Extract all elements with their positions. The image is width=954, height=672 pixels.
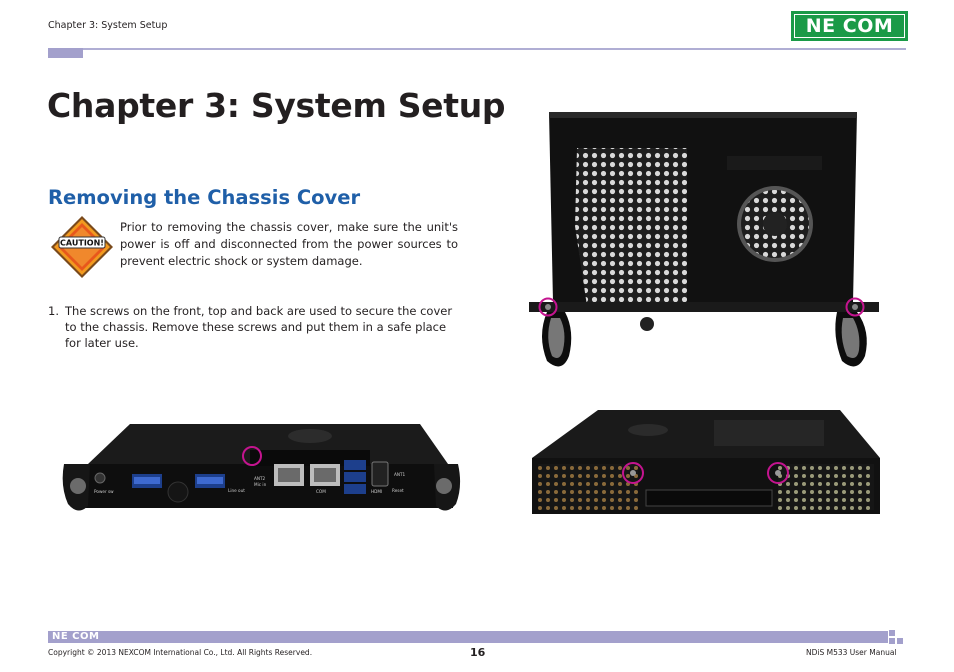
back-view-photo: [532, 410, 880, 514]
mic-in-label: Mic in: [254, 482, 267, 487]
front-panel-photo: Power sw Line out Mic in ANT2 COM HDMI R…: [62, 424, 461, 511]
screw-highlight: [767, 462, 789, 484]
screw-highlight: [538, 297, 558, 317]
running-header: Chapter 3: System Setup: [48, 20, 168, 31]
header-tab: [48, 48, 83, 58]
com-label: COM: [316, 489, 326, 494]
step-text: The screws on the front, top and back ar…: [65, 304, 453, 350]
hdmi-label: HDMI: [371, 489, 382, 494]
logo-text: NE COM: [794, 14, 905, 38]
step-1: 1. The screws on the front, top and back…: [48, 303, 458, 351]
screw-highlight: [622, 462, 644, 484]
reset-label: Reset: [392, 488, 404, 493]
footer-bar: [48, 631, 888, 643]
ant2-label: ANT2: [254, 476, 266, 481]
screw-highlight: [845, 297, 865, 317]
page-title: Chapter 3: System Setup: [47, 86, 506, 125]
copyright-text: Copyright © 2013 NEXCOM International Co…: [48, 648, 313, 657]
line-out-label: Line out: [228, 488, 245, 493]
corner-squares-icon: [889, 630, 903, 644]
step-number: 1.: [48, 304, 59, 318]
caution-icon: CAUTION!: [51, 216, 113, 278]
screw-highlight: [242, 446, 262, 466]
caution-text: Prior to removing the chassis cover, mak…: [120, 220, 458, 268]
ant1-label: ANT1: [394, 472, 406, 477]
caution-badge-text: CAUTION!: [60, 239, 104, 248]
section-title: Removing the Chassis Cover: [48, 186, 361, 209]
nexcom-logo: NE COM: [791, 11, 908, 41]
header-rule: [48, 48, 906, 50]
footer-logo: NE COM: [52, 631, 100, 642]
page-number: 16: [470, 646, 486, 659]
manual-name: NDiS M533 User Manual: [806, 648, 897, 657]
power-sw-label: Power sw: [94, 489, 114, 494]
top-view-photo: [529, 112, 879, 367]
